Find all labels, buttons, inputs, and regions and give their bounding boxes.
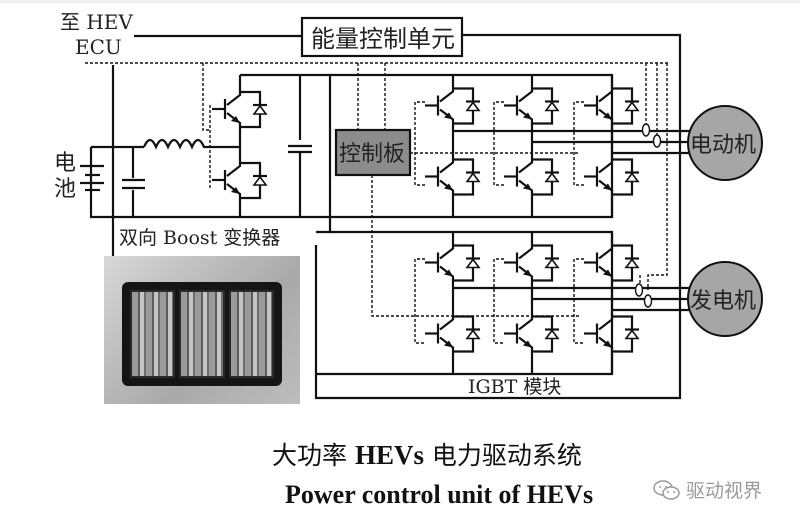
ecu-outer-bus xyxy=(314,33,682,400)
igbt-module-body xyxy=(122,282,282,386)
caption-english: Power control unit of HEVs xyxy=(285,480,594,509)
gate-drive-signal xyxy=(573,258,584,344)
diode-icon xyxy=(465,100,481,112)
motor-circle xyxy=(687,105,763,181)
diode-icon xyxy=(252,103,268,115)
igbt-switch xyxy=(504,232,560,297)
igbt-switch xyxy=(425,297,481,374)
energy-control-unit-box xyxy=(300,16,464,58)
diode-icon xyxy=(544,100,560,112)
igbt-switch xyxy=(425,232,481,297)
igbt-switch xyxy=(504,140,560,217)
gate-drive-signal xyxy=(493,101,504,186)
igbt-switch xyxy=(425,75,481,140)
diode-icon xyxy=(544,257,560,269)
circuit-diagram: 至 HEV ECU 能量控制单元 电 池 双向 Boost 变换器 控制板 xyxy=(54,10,763,400)
control-board-box xyxy=(334,128,412,177)
battery-label-2: 池 xyxy=(54,177,76,202)
top-border xyxy=(0,0,800,3)
igbt-inverters xyxy=(414,75,640,374)
energy-control-unit-label: 能量控制单元 xyxy=(311,25,455,53)
diode-icon xyxy=(624,257,640,269)
igbt-switch xyxy=(212,147,268,217)
current-sensor-icon xyxy=(652,134,662,148)
diode-icon xyxy=(252,174,268,186)
current-sensor-icon xyxy=(641,123,651,137)
module-cell xyxy=(179,290,225,378)
gate-drive-signal xyxy=(493,258,504,344)
watermark: 驱动视界 xyxy=(652,476,762,503)
generator-circle xyxy=(687,261,763,337)
gen-inverter-rails xyxy=(316,230,614,376)
igbt-switch xyxy=(504,297,560,374)
diode-icon xyxy=(624,171,640,183)
diode-icon xyxy=(624,328,640,340)
boost-converter-label: 双向 Boost 变换器 xyxy=(119,227,280,249)
diode-icon xyxy=(624,100,640,112)
hev-ecu-label-line1: 至 HEV xyxy=(60,10,133,34)
gate-drive-signal xyxy=(414,101,425,186)
igbt-switch xyxy=(504,75,560,140)
current-sensor-icon xyxy=(643,294,653,308)
diode-icon xyxy=(465,257,481,269)
igbt-switch xyxy=(584,232,640,297)
diode-icon xyxy=(465,328,481,340)
wechat-icon xyxy=(653,479,680,500)
current-sensor-icon xyxy=(634,283,644,297)
caption-cn-bold: HEVs xyxy=(354,440,424,470)
gate-drive-signal xyxy=(414,258,425,344)
boost-gate-signal xyxy=(202,63,210,131)
diode-icon xyxy=(544,328,560,340)
boost-switch-leg xyxy=(212,75,268,217)
negative-rail xyxy=(89,147,330,219)
motor-label: 电动机 xyxy=(690,133,756,158)
gen-sensor-bus xyxy=(647,63,668,290)
control-board-label: 控制板 xyxy=(339,142,405,167)
gate-drive-signal xyxy=(573,101,584,186)
module-cell xyxy=(130,290,176,378)
igbt-module-label: IGBT 模块 xyxy=(468,376,561,398)
igbt-switch xyxy=(425,140,481,217)
igbt-switch xyxy=(212,75,268,147)
diode-icon xyxy=(465,171,481,183)
igbt-switch xyxy=(584,297,640,374)
inductor-coil xyxy=(142,138,240,150)
igbt-module-photo xyxy=(104,256,300,404)
watermark-text: 驱动视界 xyxy=(686,480,763,502)
caption-chinese: 大功率 HEVs 电力驱动系统 xyxy=(272,436,582,472)
diode-icon xyxy=(544,171,560,183)
hev-ecu-label-line2: ECU xyxy=(75,35,122,59)
caption-cn-suffix: 电力驱动系统 xyxy=(423,441,582,470)
igbt-switch xyxy=(584,75,640,140)
battery-label-1: 电 xyxy=(54,151,76,176)
board-to-gen-inverter xyxy=(371,175,580,317)
caption-cn-prefix: 大功率 xyxy=(272,441,355,470)
dc-link-bus xyxy=(240,73,332,234)
igbt-switch xyxy=(584,140,640,217)
module-cell xyxy=(228,290,274,378)
generator-label: 发电机 xyxy=(690,289,756,314)
